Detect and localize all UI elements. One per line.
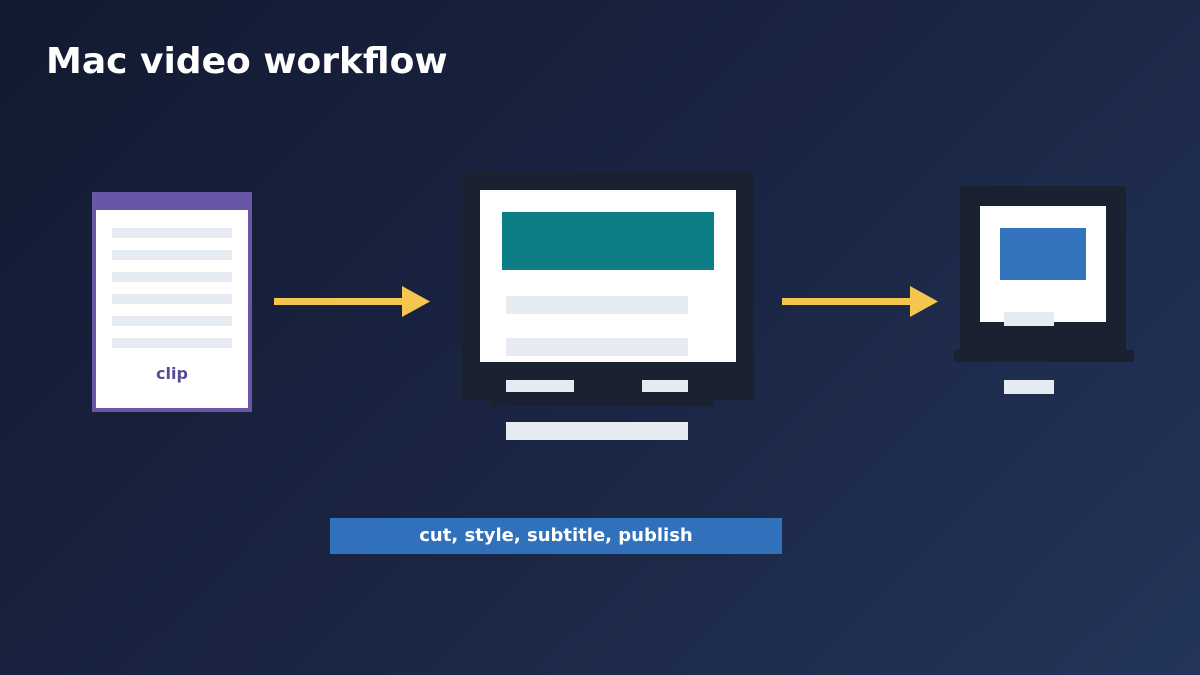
desktop-monitor-icon (462, 172, 754, 400)
arrow-right-icon (274, 286, 430, 317)
laptop-icon (960, 186, 1126, 350)
arrow-right-icon (782, 286, 938, 317)
clip-label: clip (156, 364, 188, 383)
laptop-screen (980, 206, 1106, 326)
player-bar (1004, 312, 1054, 326)
video-preview (502, 212, 714, 270)
text-line (112, 316, 232, 326)
laptop-trackpad (1004, 380, 1054, 394)
monitor-stand (506, 422, 688, 440)
laptop-base (954, 350, 1134, 362)
slide-title: Mac video workflow (46, 41, 448, 82)
clip-document-icon: clip (92, 192, 252, 412)
monitor-base (490, 398, 714, 406)
text-line (112, 250, 232, 260)
text-line (112, 338, 232, 348)
text-line (112, 294, 232, 304)
text-line (112, 228, 232, 238)
timeline-track (506, 296, 688, 314)
timeline-track (506, 338, 688, 356)
video-preview (1000, 228, 1086, 280)
monitor-screen (480, 190, 736, 362)
document-page: clip (96, 210, 248, 408)
workflow-caption: cut, style, subtitle, publish (330, 518, 782, 554)
monitor-control (642, 380, 688, 392)
monitor-control (506, 380, 574, 392)
text-line (112, 272, 232, 282)
